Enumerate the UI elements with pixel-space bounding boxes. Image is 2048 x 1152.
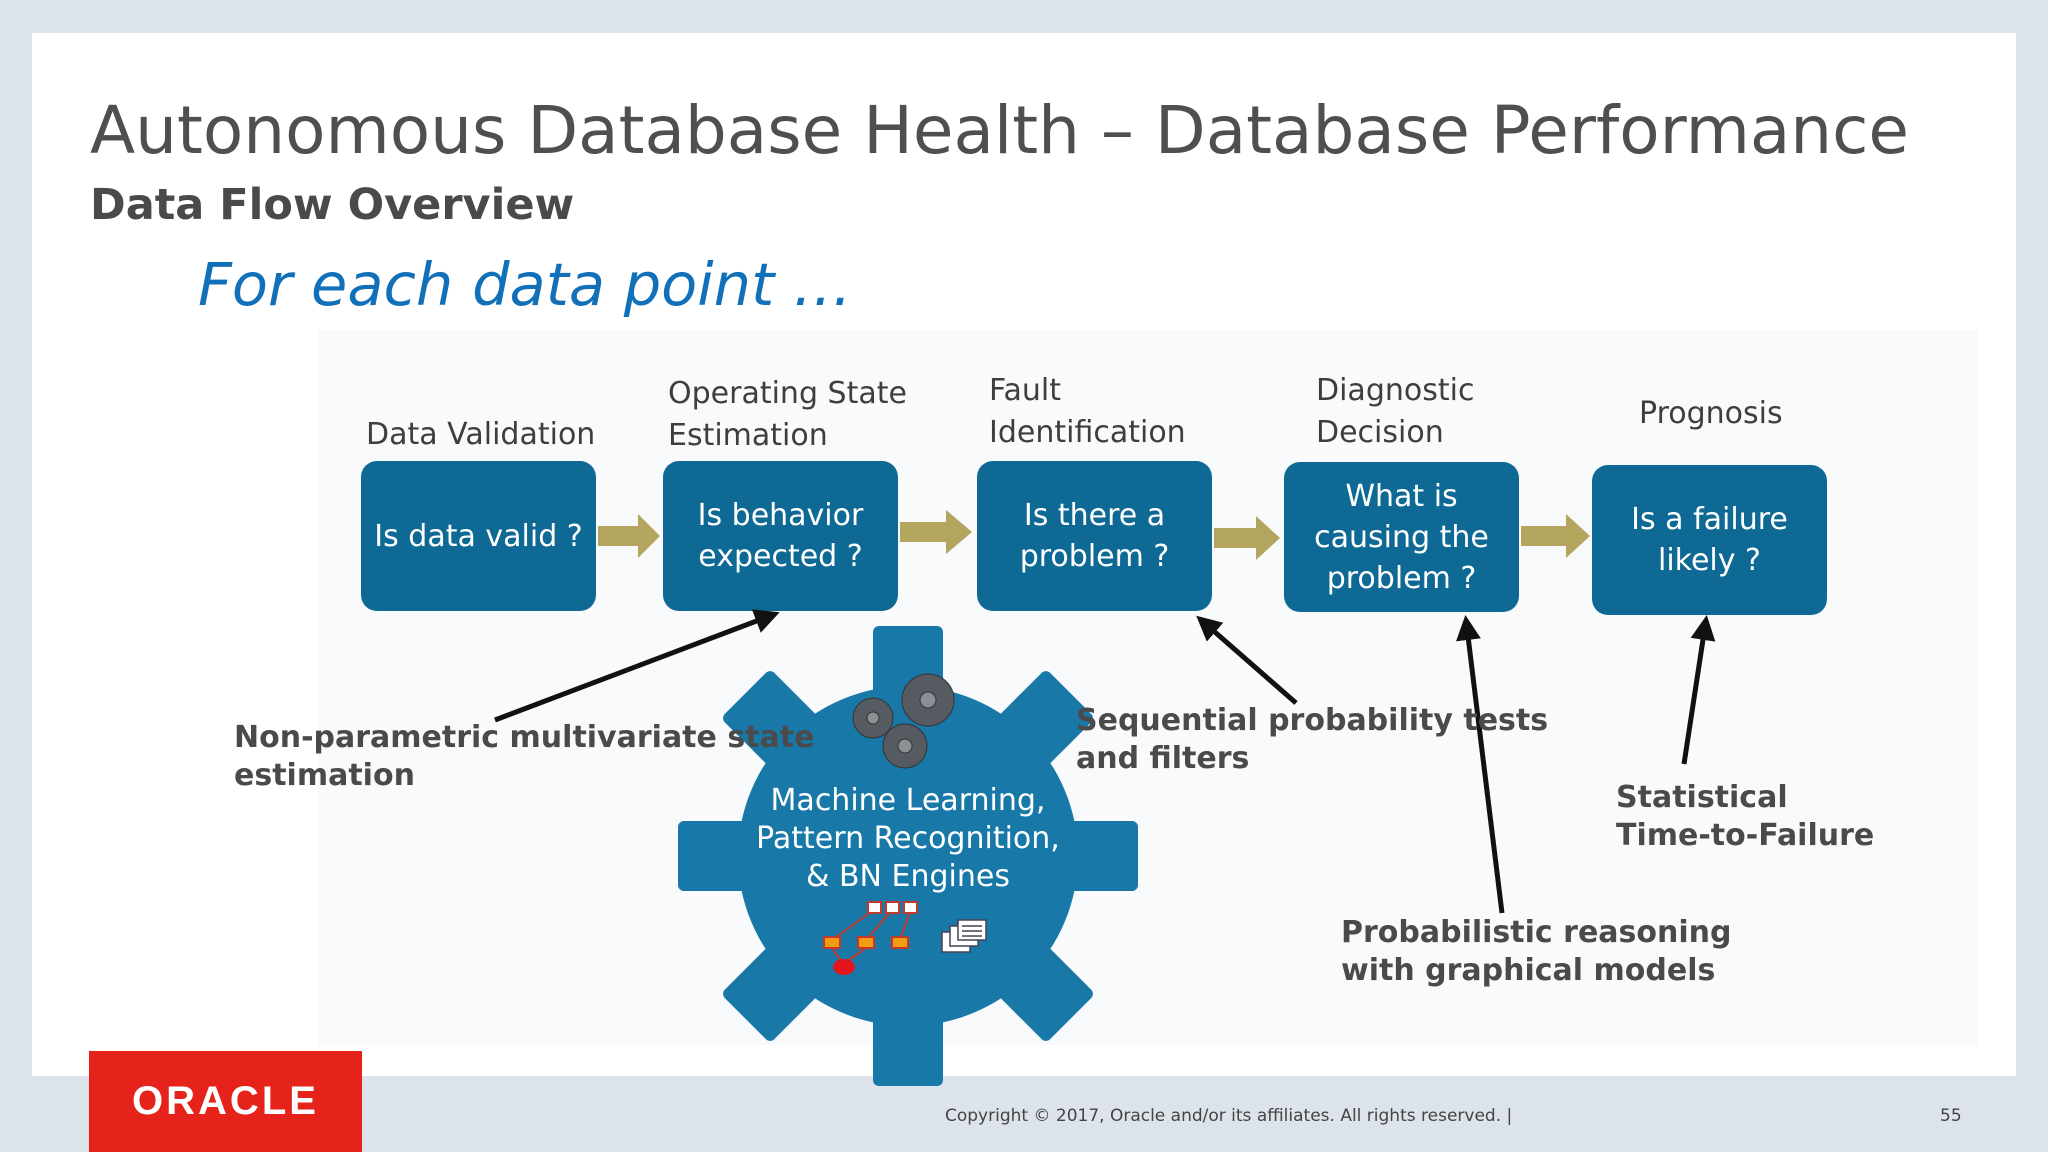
gear-label: Machine Learning, Pattern Recognition, &… [756,783,1060,894]
annotation-nonparametric: Non-parametric multivariate state estima… [234,720,815,793]
copyright-text: Copyright © 2017, Oracle and/or its affi… [945,1106,1513,1126]
step-box-data-valid: Is data valid ? [361,461,596,611]
annotation-probabilistic: Probabilistic reasoning with graphical m… [1341,915,1732,988]
step-box-cause: What is causing the problem ? [1284,462,1519,612]
slide-title: Autonomous Database Health – Database Pe… [90,92,1910,169]
bayesian-network-icon [823,901,918,975]
annotation-sequential: Sequential probability tests and filters [1076,703,1549,776]
slide-subtitle: Data Flow Overview [90,180,575,230]
step-box-problem: Is there a problem ? [977,461,1212,611]
oracle-logo-text: ORACLE [132,1079,319,1123]
gears-icon [852,673,955,769]
diagram-area [318,330,1978,1045]
step-box-failure-likely: Is a failure likely ? [1592,465,1827,615]
page-number: 55 [1940,1106,1962,1126]
annotation-statistical: Statistical Time-to-Failure [1616,780,1875,853]
step-label-prognosis: Prognosis [1639,396,1783,431]
step-label-diagnostic-decision: Diagnostic Decision [1316,373,1475,450]
step-label-fault-identification: Fault Identification [989,373,1186,450]
oracle-logo: ORACLE [89,1051,362,1152]
step-box-behavior-expected: Is behavior expected ? [663,461,898,611]
step-label-data-validation: Data Validation [366,417,596,452]
step-label-operating-state: Operating State Estimation [668,376,907,453]
tagline: For each data point … [198,250,852,319]
flow-arrows [598,510,1590,560]
annotation-arrows [494,609,1716,914]
documents-icon [941,919,987,953]
